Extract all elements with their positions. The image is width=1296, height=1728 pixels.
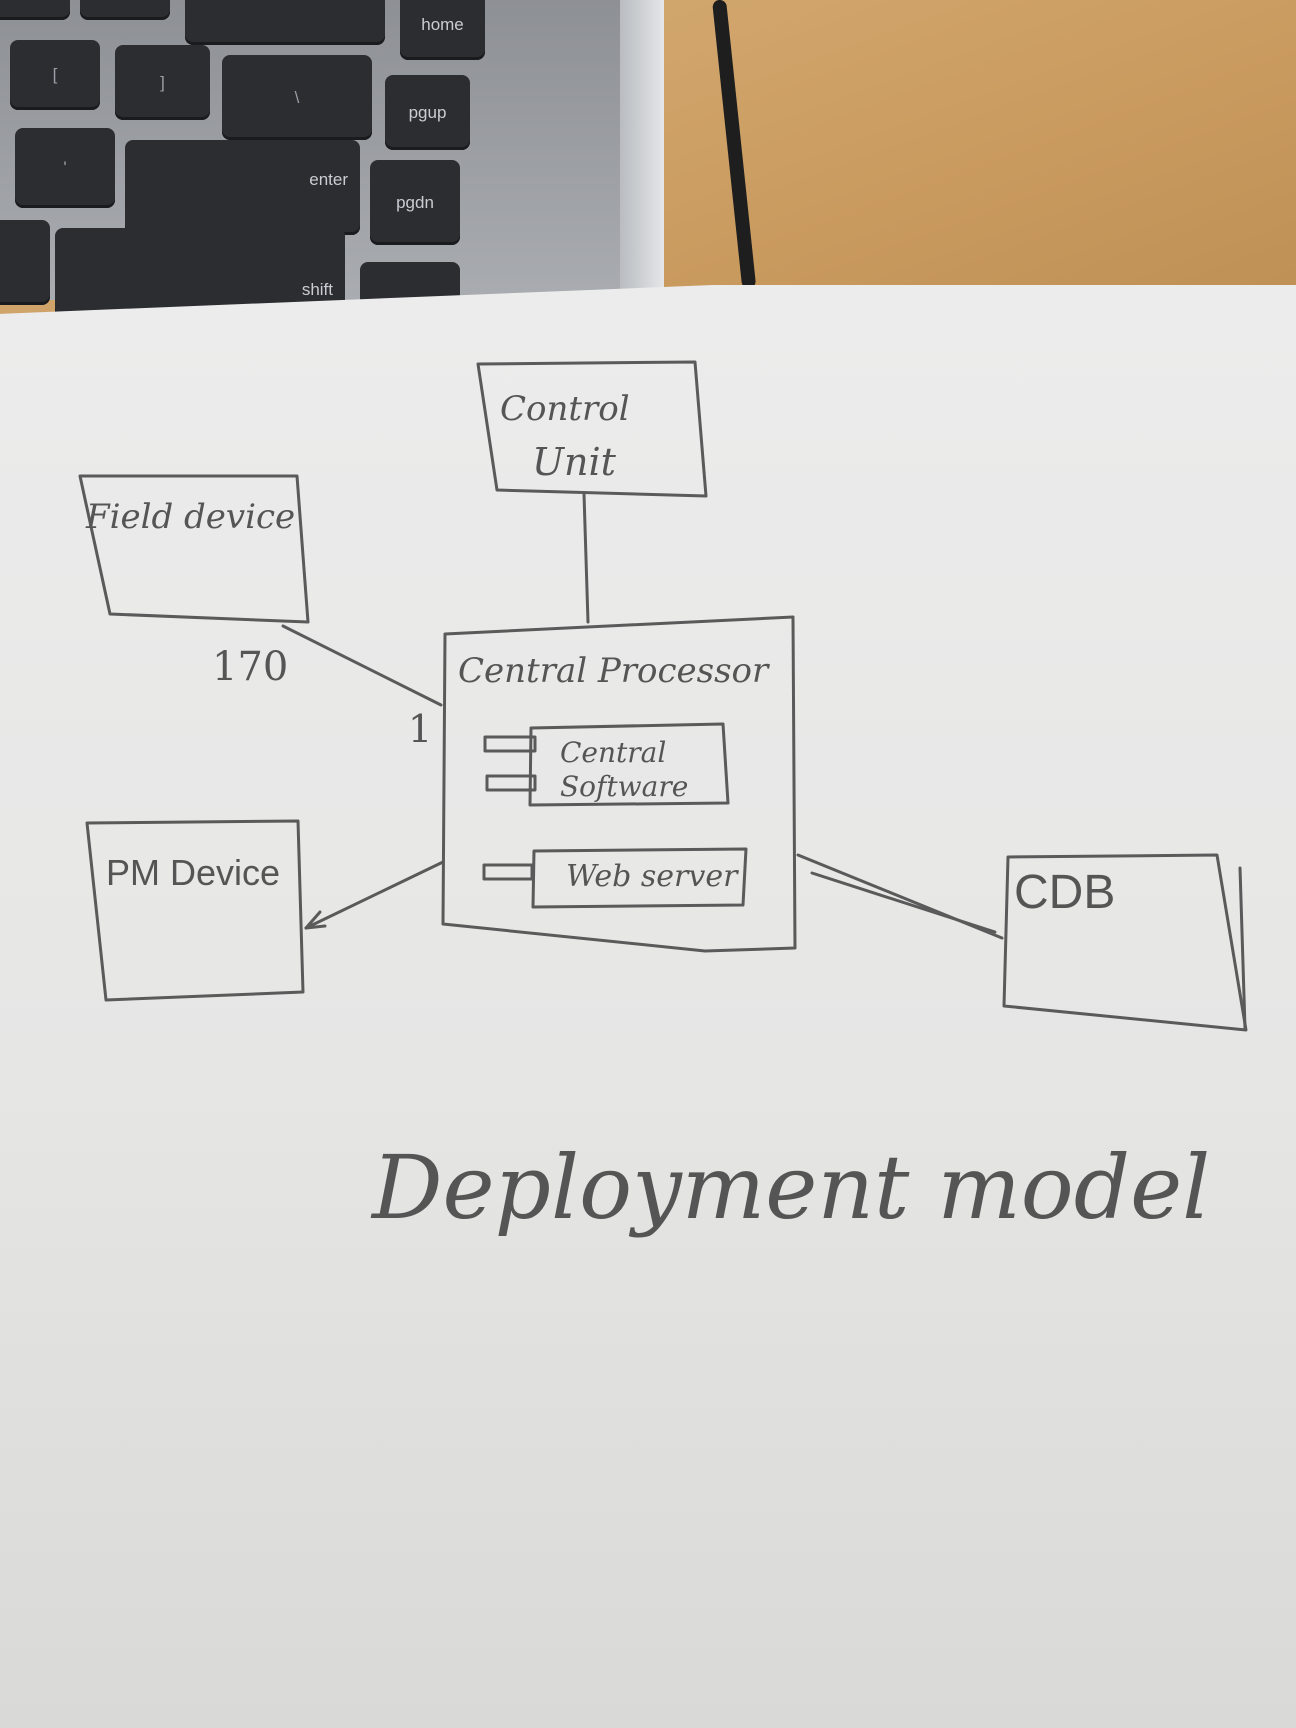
cdb-node-edge [1238, 866, 1247, 1030]
keyboard-key [0, 220, 50, 305]
web-server-label: Web server [566, 859, 739, 894]
pgdn-key-label: pgdn [396, 192, 434, 212]
pgup-key-label: pgup [408, 102, 447, 122]
central-processor-label: Central Processor [458, 651, 770, 691]
bracket-key: ] [115, 45, 210, 120]
control-unit-node [476, 360, 708, 498]
control-unit-label: Control [500, 389, 630, 429]
keyboard-key [0, 0, 70, 20]
enter-key-label: enter [309, 170, 348, 189]
central-software-component [528, 722, 730, 807]
central-software-label: Central [560, 736, 666, 769]
laptop-keyboard: backspace home [ ] \ pgup ' enter pgdn s… [0, 0, 664, 322]
cdb-connector-second-stroke [810, 871, 997, 934]
pm-device-node [85, 819, 305, 1002]
control-unit-label-line2: Unit [532, 440, 617, 484]
web-server-component [531, 847, 748, 909]
central-software-port-icon [485, 774, 537, 792]
pgdn-key: pgdn [370, 160, 460, 245]
pm-device-connector [304, 860, 445, 930]
field-device-node [78, 474, 310, 624]
cdb-label: CDB [1014, 866, 1115, 919]
multiplicity-field-side: 170 [212, 644, 288, 690]
diagram-caption: Deployment model [370, 1136, 1210, 1239]
bracket-key: [ [10, 40, 100, 110]
web-server-port-icon [482, 863, 534, 881]
pgup-key: pgup [385, 75, 470, 150]
pm-device-arrowhead-icon [304, 910, 327, 930]
field-device-connector [281, 624, 443, 707]
home-key-label: home [421, 15, 464, 34]
backslash-key: \ [222, 55, 372, 140]
shift-key-label: shift [301, 280, 333, 299]
paper-sheet [0, 285, 1296, 1728]
central-software-label-line2: Software [560, 770, 688, 803]
keyboard-key [80, 0, 170, 20]
home-key: home [400, 0, 485, 60]
central-processor-node [441, 615, 797, 953]
control-unit-connector [582, 492, 590, 624]
quote-key: ' [15, 128, 115, 208]
field-device-label: Field device [85, 497, 295, 537]
cdb-node [1002, 853, 1248, 1032]
laptop-edge [620, 0, 664, 300]
enter-key: enter [125, 140, 360, 235]
backspace-key: backspace [185, 0, 385, 45]
multiplicity-processor-side: 1 [408, 707, 432, 751]
pm-device-label: PM Device [106, 852, 280, 893]
central-software-port-icon [483, 735, 537, 753]
